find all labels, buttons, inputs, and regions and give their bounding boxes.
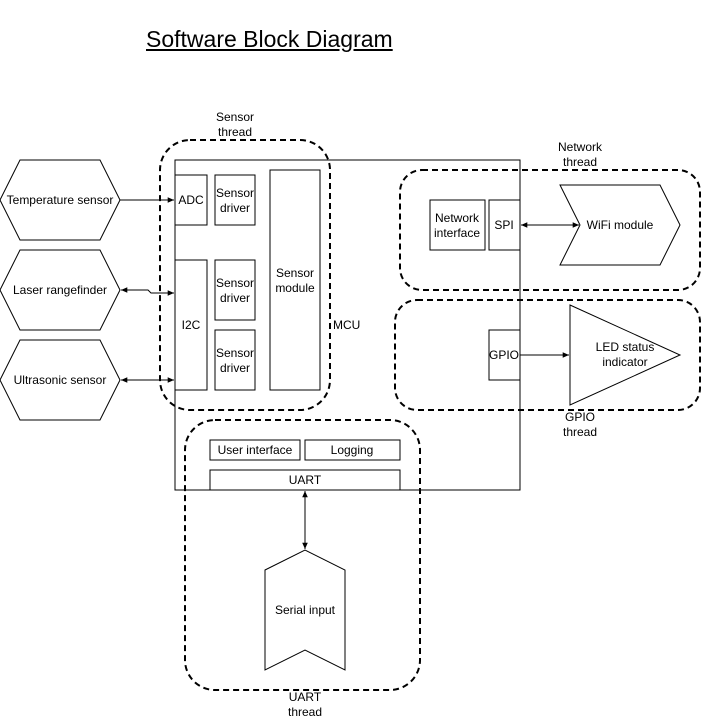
svg-text:Sensor: Sensor bbox=[216, 110, 254, 124]
svg-text:driver: driver bbox=[220, 201, 250, 215]
svg-text:Sensor: Sensor bbox=[276, 266, 314, 280]
gpio-thread-region bbox=[394, 299, 701, 411]
adc-block: ADC bbox=[174, 174, 208, 226]
svg-text:driver: driver bbox=[220, 291, 250, 305]
svg-text:thread: thread bbox=[563, 425, 597, 439]
svg-text:Sensor: Sensor bbox=[216, 186, 254, 200]
svg-text:Network: Network bbox=[558, 140, 603, 154]
svg-text:Logging: Logging bbox=[331, 443, 374, 457]
sensor-thread-label: Sensor thread bbox=[216, 110, 254, 139]
sensor-driver-2: Sensor driver bbox=[214, 259, 256, 321]
sensor-driver-3: Sensor driver bbox=[214, 329, 256, 391]
temperature-sensor: Temperature sensor bbox=[0, 159, 121, 241]
svg-text:LED status: LED status bbox=[596, 340, 655, 354]
network-interface: Network interface bbox=[429, 199, 486, 251]
svg-text:ADC: ADC bbox=[178, 193, 204, 207]
user-interface-block: User interface bbox=[209, 439, 301, 461]
svg-text:Network: Network bbox=[435, 211, 480, 225]
i2c-block: I2C bbox=[174, 259, 208, 391]
mcu-label: MCU bbox=[333, 318, 360, 332]
laser-i2c-arrow bbox=[121, 287, 174, 296]
svg-text:driver: driver bbox=[220, 361, 250, 375]
uart-block: UART bbox=[209, 469, 401, 491]
svg-text:Ultrasonic sensor: Ultrasonic sensor bbox=[14, 373, 107, 387]
svg-text:indicator: indicator bbox=[602, 355, 647, 369]
sensor-thread-region bbox=[159, 139, 331, 411]
laser-rangefinder: Laser rangefinder bbox=[0, 249, 121, 331]
serial-input: Serial input bbox=[264, 549, 346, 671]
svg-text:Laser rangefinder: Laser rangefinder bbox=[13, 283, 107, 297]
svg-text:Temperature sensor: Temperature sensor bbox=[7, 193, 114, 207]
svg-text:GPIO: GPIO bbox=[489, 348, 519, 362]
svg-text:thread: thread bbox=[288, 705, 322, 719]
network-thread-label: Network thread bbox=[558, 140, 603, 169]
svg-text:Serial input: Serial input bbox=[275, 603, 336, 617]
svg-text:UART: UART bbox=[289, 690, 322, 704]
gpio-block: GPIO bbox=[488, 329, 521, 381]
spi-block: SPI bbox=[488, 199, 521, 251]
sensor-module: Sensor module bbox=[269, 169, 321, 391]
svg-text:thread: thread bbox=[218, 125, 252, 139]
svg-text:SPI: SPI bbox=[494, 218, 513, 232]
svg-text:UART: UART bbox=[289, 473, 322, 487]
sensor-driver-1: Sensor driver bbox=[214, 174, 256, 226]
svg-text:thread: thread bbox=[563, 155, 597, 169]
ultrasonic-sensor: Ultrasonic sensor bbox=[0, 339, 121, 421]
svg-text:I2C: I2C bbox=[182, 318, 201, 332]
svg-text:GPIO: GPIO bbox=[565, 410, 595, 424]
wifi-module: WiFi module bbox=[559, 184, 681, 266]
uart-thread-label: UART thread bbox=[288, 690, 322, 719]
svg-text:Sensor: Sensor bbox=[216, 346, 254, 360]
gpio-thread-label: GPIO thread bbox=[563, 410, 597, 439]
svg-text:WiFi module: WiFi module bbox=[587, 218, 654, 232]
svg-text:User interface: User interface bbox=[218, 443, 293, 457]
svg-text:Sensor: Sensor bbox=[216, 276, 254, 290]
svg-text:interface: interface bbox=[434, 226, 480, 240]
led-status-indicator: LED status indicator bbox=[569, 304, 682, 406]
logging-block: Logging bbox=[304, 439, 401, 461]
diagram-title: Software Block Diagram bbox=[146, 26, 393, 52]
svg-text:module: module bbox=[275, 281, 315, 295]
